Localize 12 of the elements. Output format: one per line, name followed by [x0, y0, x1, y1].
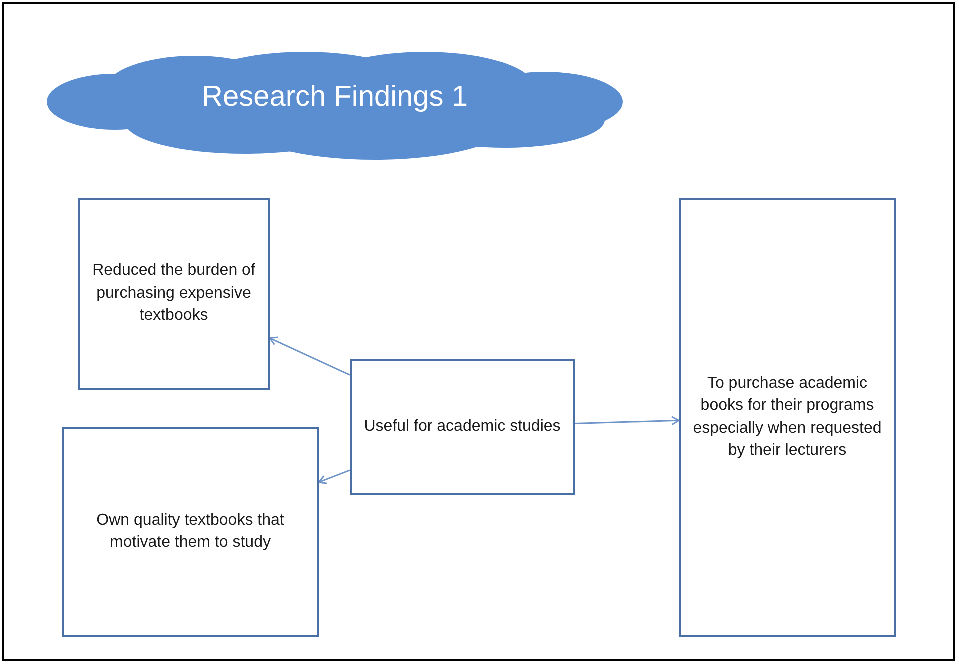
- box-text: To purchase academic books for their programs especially when requested by their lecturers: [693, 374, 882, 461]
- arrow: [318, 470, 350, 484]
- arrow: [269, 336, 350, 376]
- text-box: [78, 198, 270, 390]
- box-text: Own quality textbooks that motivate them to study: [96, 510, 286, 553]
- box-text: Reduced the burden of purchasing expensive textbooks: [92, 261, 256, 326]
- arrow: [574, 416, 680, 426]
- cloud-title: Research Findings 1: [202, 80, 468, 116]
- text-box: [679, 198, 896, 637]
- text-box: [350, 359, 575, 495]
- box-text: Useful for academic studies: [364, 416, 561, 437]
- text-box: [62, 427, 319, 637]
